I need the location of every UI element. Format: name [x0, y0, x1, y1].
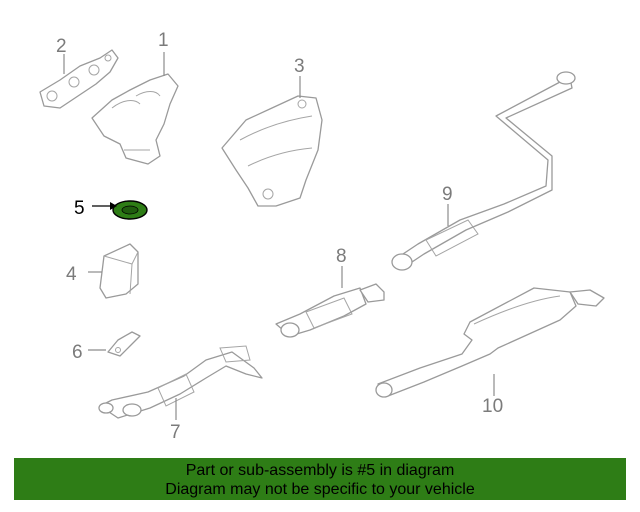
part-10-muffler[interactable] [375, 287, 605, 398]
callout-3: 3 [294, 56, 305, 77]
callout-6: 6 [72, 342, 83, 363]
callout-10: 10 [482, 396, 503, 417]
part-4-catalytic-converter[interactable] [99, 243, 139, 299]
banner-line-disclaimer: Diagram may not be specific to your vehi… [165, 481, 475, 498]
callout-4: 4 [66, 264, 77, 285]
part-1-exhaust-manifold[interactable] [91, 73, 179, 165]
callout-7: 7 [170, 422, 181, 443]
part-7-front-pipe[interactable] [98, 345, 263, 419]
part-5-gasket-highlighted[interactable] [112, 200, 148, 220]
part-6-bracket[interactable] [107, 331, 141, 357]
callout-8: 8 [336, 246, 347, 267]
part-8-center-catalyst[interactable] [275, 283, 385, 338]
callout-1: 1 [158, 30, 169, 51]
part-9-center-pipe[interactable] [391, 71, 576, 271]
exhaust-parts-diagram: 2 1 3 5 4 6 [39, 30, 605, 443]
banner-line-part-number: Part or sub-assembly is #5 in diagram [185, 462, 455, 479]
callout-5: 5 [74, 198, 85, 219]
part-3-heat-shield[interactable] [221, 95, 323, 207]
callout-2: 2 [56, 36, 67, 57]
part-info-banner: Part or sub-assembly is #5 in diagram Di… [14, 458, 626, 500]
callout-9: 9 [442, 184, 453, 205]
part-2-manifold-gasket[interactable] [39, 49, 119, 109]
